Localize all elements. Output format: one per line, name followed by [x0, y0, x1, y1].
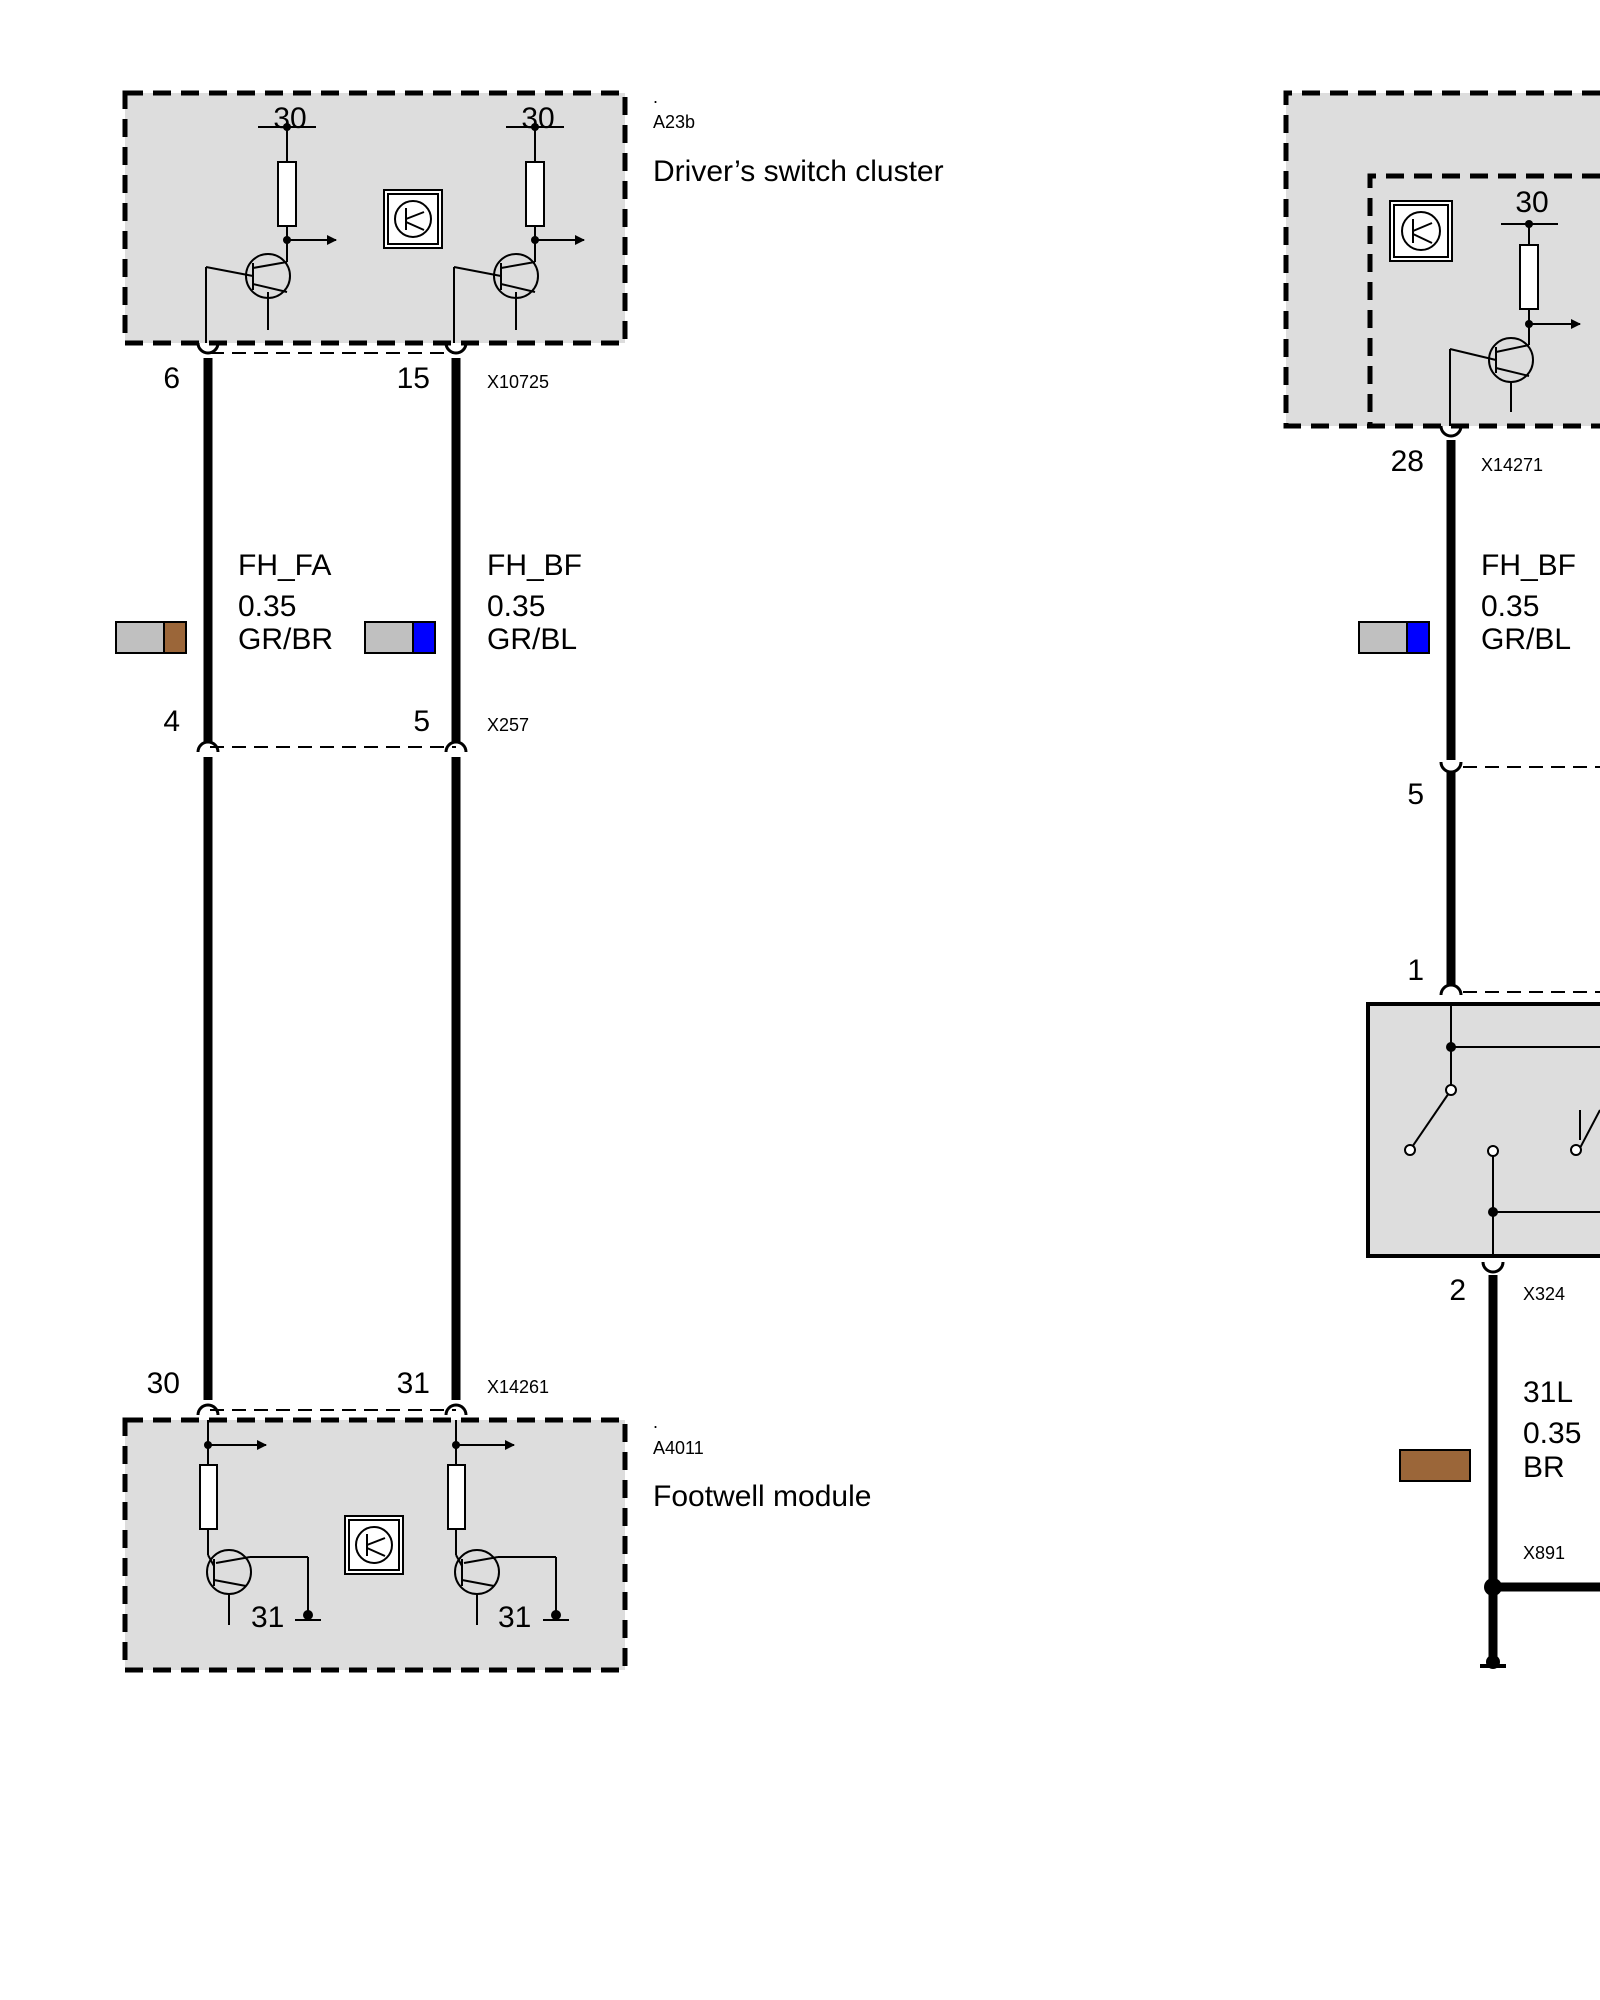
switch-component	[1366, 1002, 1600, 1258]
connector-x324	[1481, 1261, 1505, 1274]
electronic-module-icon	[383, 189, 443, 249]
component-id: A4011	[653, 1438, 704, 1458]
wire-color-swatch	[1399, 1449, 1471, 1482]
module-a4011: 31 31	[122, 1417, 628, 1673]
connector-id: X257	[487, 715, 529, 735]
wire-gauge: 0.35	[238, 590, 296, 623]
component-id: A23b	[653, 112, 695, 132]
component-title: Footwell module	[653, 1480, 871, 1513]
connector-id: X324	[1523, 1284, 1565, 1304]
wire-signal: FH_FA	[238, 549, 331, 582]
pin-label: 1	[1407, 954, 1424, 987]
pin-label: 31	[397, 1367, 430, 1400]
wire-signal: FH_BF	[1481, 549, 1576, 582]
connector-id: X891	[1523, 1543, 1565, 1563]
module-right: 30	[1283, 90, 1600, 429]
pin-label: 4	[163, 705, 180, 738]
ground-label: 31	[498, 1601, 531, 1634]
connector-x14271	[1439, 425, 1463, 438]
pin-label: 5	[1407, 778, 1424, 811]
connector-id: X14271	[1481, 455, 1543, 475]
wire-color-code: GR/BL	[1481, 623, 1571, 656]
pin-label: 30	[1515, 186, 1548, 219]
connector-id: X14261	[487, 1377, 549, 1397]
pin-label: 2	[1449, 1274, 1466, 1307]
ground-label: 31	[251, 1601, 284, 1634]
pin-label: 15	[397, 362, 430, 395]
wire-gauge: 0.35	[1481, 590, 1539, 623]
connector-x257	[196, 740, 468, 753]
component-dot: .	[653, 87, 658, 107]
component-title: Driver’s switch cluster	[653, 155, 944, 188]
wire-gauge: 0.35	[1523, 1417, 1581, 1450]
wire-color-code: GR/BL	[487, 623, 577, 656]
transistor-icon	[447, 1420, 569, 1625]
electronic-module-icon	[1389, 200, 1453, 262]
pin-label: 5	[413, 705, 430, 738]
transistor-icon	[205, 126, 337, 343]
pin-label: 6	[163, 362, 180, 395]
connector-x10725	[196, 342, 468, 355]
pin-label: 30	[147, 1367, 180, 1400]
wire-color-swatch	[1358, 621, 1430, 654]
transistor-icon	[199, 1420, 321, 1625]
connector-right-mid	[1439, 761, 1600, 774]
connector-switch-top	[1439, 983, 1600, 996]
wire-color-code: BR	[1523, 1451, 1565, 1484]
electronic-module-icon	[344, 1515, 404, 1575]
wire-color-swatch	[364, 621, 436, 654]
wire-signal: FH_BF	[487, 549, 582, 582]
pin-label: 30	[521, 102, 554, 135]
wire-gauge: 0.35	[487, 590, 545, 623]
pin-label: 28	[1391, 445, 1424, 478]
wire-color-swatch	[115, 621, 187, 654]
module-a23b: 30 30	[122, 90, 628, 346]
pin-label: 30	[273, 102, 306, 135]
connector-x14261	[196, 1403, 468, 1416]
component-dot: .	[653, 1412, 658, 1432]
wire-color-code: GR/BR	[238, 623, 333, 656]
connector-id: X10725	[487, 372, 549, 392]
wire-signal: 31L	[1523, 1376, 1573, 1409]
splice-x891	[1480, 1578, 1600, 1669]
